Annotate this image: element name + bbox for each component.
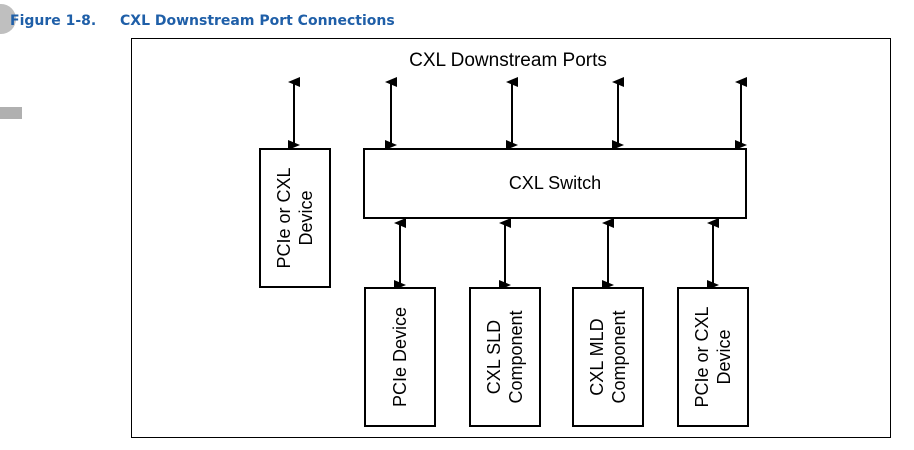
decorative-page-mark	[0, 4, 16, 34]
downstream-ports-label: CXL Downstream Ports	[409, 50, 607, 71]
pcie-or-cxl-device-label: PCIe or CXL Device	[691, 306, 735, 407]
cxl-switch-label: CXL Switch	[508, 173, 602, 193]
figure-number: Figure 1-8.	[10, 13, 97, 29]
figure-caption: Figure 1-8. CXL Downstream Port Connecti…	[10, 11, 395, 31]
pcie-device-box: PCIe Device	[364, 287, 436, 427]
cxl-mld-label-line2: Component	[609, 310, 629, 404]
cxl-sld-label-line2: Component	[506, 310, 526, 404]
side-device-box: PCIe or CXL Device	[259, 148, 331, 288]
pcie-device-label: PCIe Device	[389, 307, 411, 407]
cxl-mld-component-box: CXL MLD Component	[572, 287, 644, 427]
cxl-sld-label-line1: CXL SLD	[484, 319, 504, 395]
decorative-margin-bar	[0, 107, 22, 119]
figure-title: CXL Downstream Port Connections	[120, 13, 395, 29]
pcie-or-cxl-device-box: PCIe or CXL Device	[677, 287, 749, 427]
diagram-frame	[131, 38, 891, 438]
cxl-switch-box: CXL Switch	[363, 148, 747, 219]
side-device-label: PCIe or CXL Device	[273, 167, 317, 268]
cxl-mld-component-label: CXL MLD Component	[586, 310, 630, 403]
pcie-or-cxl-label-line1: PCIe or CXL	[692, 306, 712, 408]
cxl-sld-component-label: CXL SLD Component	[483, 310, 527, 403]
side-device-label-line1: PCIe or CXL	[274, 167, 294, 269]
cxl-mld-label-line1: CXL MLD	[587, 318, 607, 396]
pcie-device-label-line1: PCIe Device	[390, 306, 410, 408]
pcie-or-cxl-label-line2: Device	[714, 329, 734, 385]
cxl-sld-component-box: CXL SLD Component	[469, 287, 541, 427]
side-device-label-line2: Device	[296, 190, 316, 246]
